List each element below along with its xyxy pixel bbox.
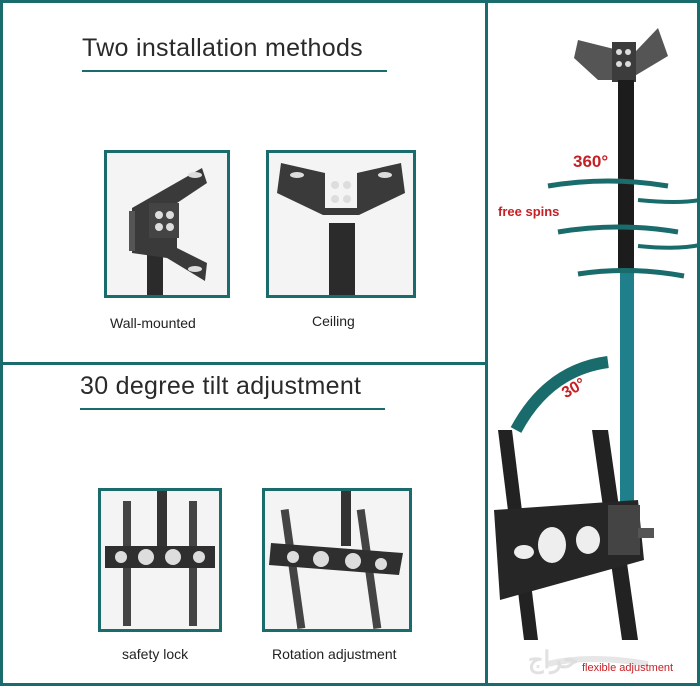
rotation-360-label: 360° — [573, 152, 609, 171]
tv-plate-lock-icon — [98, 488, 222, 632]
ceiling-tv-mount-photo — [488, 0, 700, 686]
installation-title-underline — [82, 70, 387, 72]
horizontal-divider — [0, 362, 487, 365]
watermark: حراج — [528, 647, 579, 674]
ceiling-mount-bracket-icon — [266, 150, 416, 298]
safety-lock-caption: safety lock — [122, 646, 189, 662]
flexible-adjustment-label: flexible adjustment — [582, 662, 674, 674]
ceiling-caption: Ceiling — [312, 313, 355, 329]
tv-plate-rotation-icon — [262, 488, 412, 632]
tilt-title-underline — [80, 408, 385, 410]
wall-mounted-caption: Wall-mounted — [110, 315, 196, 331]
rotation-adjustment-caption: Rotation adjustment — [272, 646, 397, 662]
installation-title: Two installation methods — [82, 34, 363, 62]
vertical-divider — [485, 0, 488, 686]
tilt-title: 30 degree tilt adjustment — [80, 372, 362, 400]
free-spins-label: free spins — [498, 204, 560, 219]
wall-mount-bracket-icon — [104, 150, 230, 298]
